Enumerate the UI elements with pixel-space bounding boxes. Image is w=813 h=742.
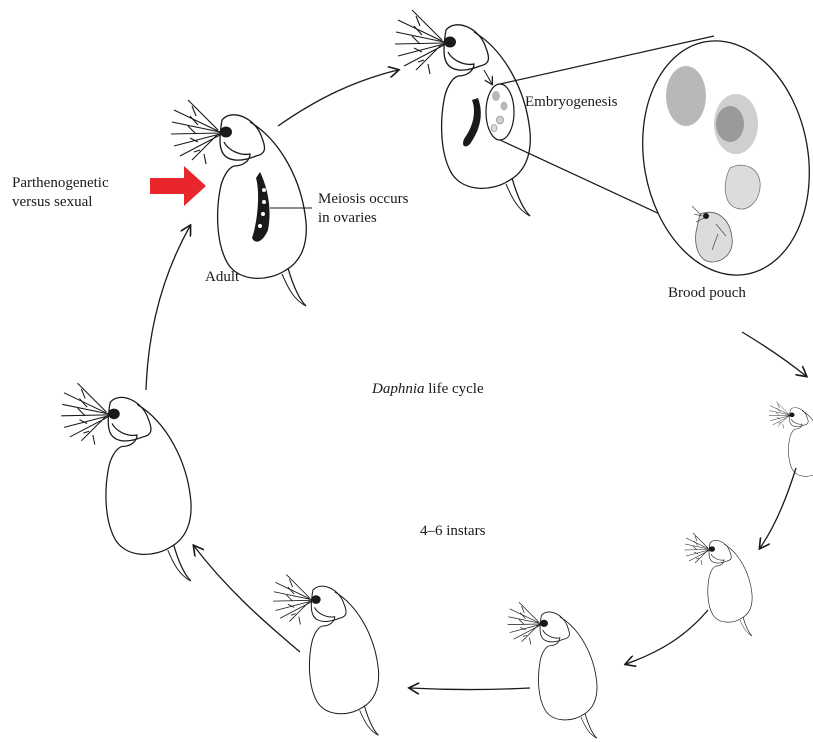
parthenogenetic-label: Parthenogenetic versus sexual (12, 174, 109, 212)
embryo-stage-1 (666, 66, 706, 126)
embryo-stage-2 (714, 94, 758, 154)
title-genus: Daphnia (372, 381, 425, 397)
cycle-arrow-juvenile2-to-juvenile3 (626, 610, 708, 664)
daphnia-juvenile-4 (273, 575, 379, 736)
daphnia-juvenile-1 (769, 401, 813, 488)
daphnia-embryogenesis (395, 10, 530, 216)
title-rest: life cycle (425, 381, 484, 397)
instars-label: 4–6 instars (420, 522, 485, 541)
brood-pouch-zoom (500, 28, 813, 289)
cycle-arrow-brood-to-juvenile1 (742, 332, 806, 376)
cycle-arrow-juvenile3-to-juvenile4 (410, 688, 530, 690)
daphnia-adult (171, 100, 312, 306)
daphnia-juvenile-3 (508, 602, 597, 738)
cycle-arrow-juvenile5-to-adult (146, 226, 190, 390)
adult-label: Adult (205, 268, 239, 287)
diagram-title: Daphnia life cycle (372, 380, 484, 399)
daphnia-juvenile-2 (685, 533, 753, 636)
daphnia-juvenile-5 (61, 383, 191, 581)
embryogenesis-label: Embryogenesis (525, 93, 617, 112)
red-arrow-icon (150, 166, 206, 206)
cycle-arrow-juvenile1-to-juvenile2 (760, 468, 796, 548)
meiosis-label: Meiosis occurs in ovaries (318, 190, 408, 228)
cycle-arrow-adult-to-embryo (278, 70, 398, 126)
brood-pouch-label: Brood pouch (668, 284, 746, 303)
cycle-arrow-juvenile4-to-juvenile5 (194, 546, 300, 652)
